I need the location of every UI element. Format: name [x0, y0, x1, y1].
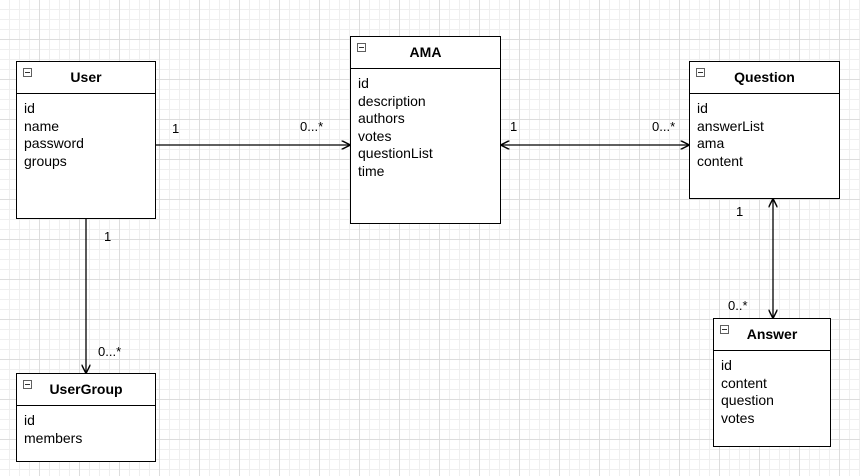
- collapse-icon[interactable]: [23, 68, 32, 77]
- attribute-list-ama: id description authors votes questionLis…: [351, 69, 500, 180]
- attribute-user-id: id: [24, 100, 35, 116]
- class-usergroup[interactable]: UserGroup id members: [16, 373, 156, 462]
- multiplicity-ama-question-target: 0...*: [652, 119, 676, 134]
- attribute-ama-authors: authors: [358, 110, 405, 126]
- attribute-question-content: content: [697, 152, 743, 169]
- class-header-user[interactable]: User: [17, 62, 155, 94]
- class-header-question[interactable]: Question: [690, 62, 839, 94]
- multiplicity-user-ama-target: 0...*: [300, 119, 324, 134]
- multiplicity-question-answer-source: 1: [736, 204, 744, 219]
- attribute-question-id: id: [697, 100, 708, 116]
- class-ama[interactable]: AMA id description authors votes questio…: [350, 36, 501, 224]
- multiplicity-ama-question-source: 1: [510, 119, 518, 134]
- class-name-ama: AMA: [409, 44, 442, 60]
- attribute-usergroup-members: members: [24, 429, 83, 446]
- collapse-icon[interactable]: [23, 380, 32, 389]
- multiplicity-question-answer-target: 0..*: [728, 298, 748, 313]
- attribute-answer-content: content: [721, 374, 767, 391]
- class-header-ama[interactable]: AMA: [351, 37, 500, 69]
- class-question[interactable]: Question id answerList ama content: [689, 61, 840, 199]
- multiplicity-user-ama-source: 1: [172, 121, 180, 136]
- class-name-question: Question: [734, 69, 795, 85]
- attribute-list-usergroup: id members: [17, 406, 155, 447]
- attribute-ama-votes: votes: [358, 127, 392, 144]
- collapse-icon[interactable]: [696, 68, 705, 77]
- attribute-answer-id: id: [721, 357, 732, 373]
- attribute-question-ama: ama: [697, 135, 725, 151]
- class-name-user: User: [70, 69, 102, 85]
- class-name-answer: Answer: [746, 326, 798, 342]
- attribute-question-answerlist: answerList: [697, 117, 764, 134]
- multiplicity-user-usergroup-source: 1: [104, 229, 112, 244]
- attribute-user-password: password: [24, 135, 84, 151]
- class-header-answer[interactable]: Answer: [714, 319, 830, 351]
- class-user[interactable]: User id name password groups: [16, 61, 156, 219]
- attribute-ama-id: id: [358, 75, 369, 91]
- attribute-ama-questionlist: questionList: [358, 145, 433, 161]
- class-name-usergroup: UserGroup: [49, 381, 123, 397]
- collapse-icon[interactable]: [357, 43, 366, 52]
- attribute-ama-description: description: [358, 92, 426, 109]
- collapse-icon[interactable]: [720, 325, 729, 334]
- attribute-answer-votes: votes: [721, 409, 755, 426]
- class-answer[interactable]: Answer id content question votes: [713, 318, 831, 447]
- attribute-list-user: id name password groups: [17, 94, 155, 170]
- attribute-answer-question: question: [721, 392, 774, 408]
- attribute-list-answer: id content question votes: [714, 351, 830, 427]
- multiplicity-user-usergroup-target: 0...*: [98, 344, 122, 359]
- class-header-usergroup[interactable]: UserGroup: [17, 374, 155, 406]
- attribute-ama-time: time: [358, 162, 385, 179]
- attribute-usergroup-id: id: [24, 412, 35, 428]
- attribute-user-name: name: [24, 117, 60, 134]
- attribute-user-groups: groups: [24, 152, 67, 169]
- attribute-list-question: id answerList ama content: [690, 94, 839, 170]
